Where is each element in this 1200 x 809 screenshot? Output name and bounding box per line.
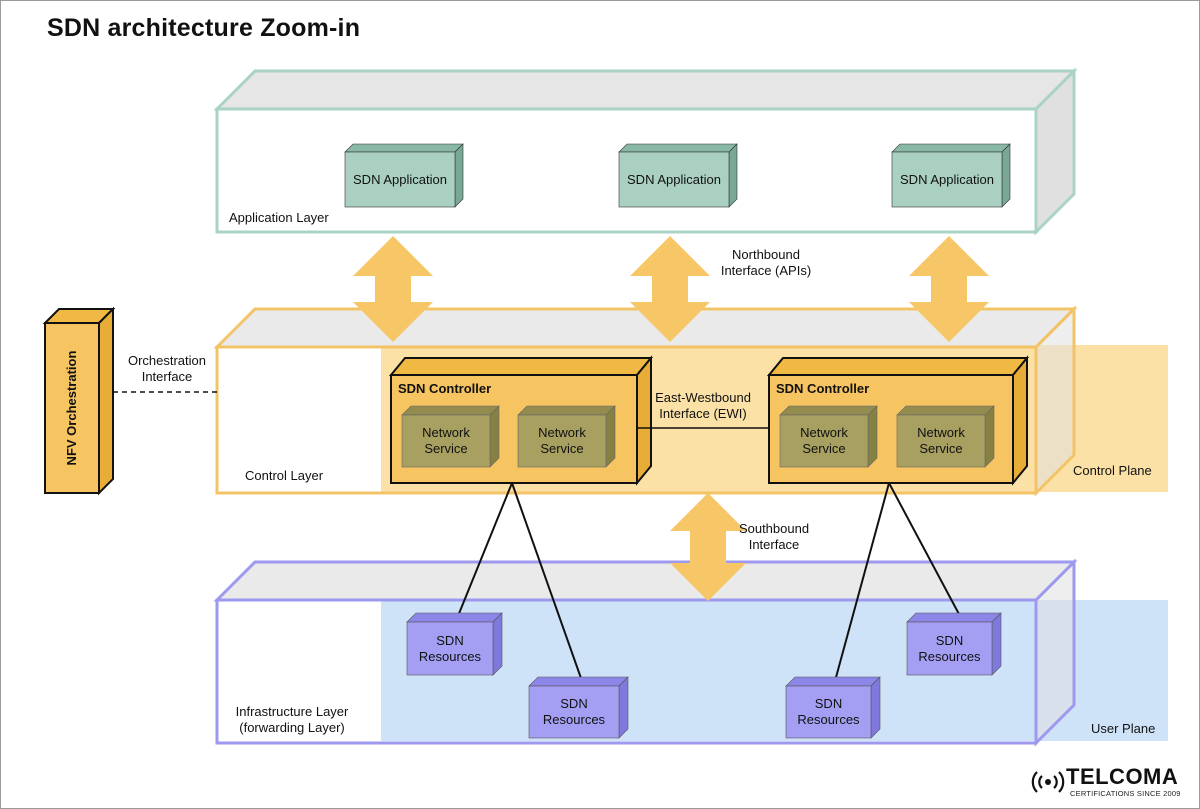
southbound-label: Southbound Interface [722, 521, 826, 553]
user-plane-label: User Plane [1091, 721, 1156, 736]
sdn-resources-line2: Resources [542, 712, 606, 727]
sdn-controller-title: SDN Controller [776, 381, 870, 396]
sdn-resources-box [528, 676, 629, 739]
northbound-arrow [630, 236, 710, 342]
sdn-resources-line2: Resources [918, 649, 981, 664]
control-layer-box [213, 305, 1078, 497]
northbound-label-line2: Interface (APIs) [720, 263, 812, 278]
sdn-resources-label: SDN Resources [407, 633, 493, 665]
application-layer-label: Application Layer [229, 210, 329, 225]
northbound-label-line1: Northbound [732, 247, 800, 262]
network-service-line2: Service [540, 441, 584, 456]
orchestration-interface-label: Orchestration Interface [112, 353, 222, 385]
network-service-line1: Network [538, 425, 586, 440]
east-west-label-line2: Interface (EWI) [659, 406, 747, 421]
network-service-line2: Service [424, 441, 468, 456]
sdn-resources-line1: SDN [814, 696, 843, 711]
infrastructure-layer-line2: (forwarding Layer) [239, 720, 345, 735]
nfv-orchestration-box [42, 306, 116, 496]
sdn-resources-line1: SDN [436, 633, 464, 648]
network-service-line1: Network [800, 425, 848, 440]
infrastructure-layer-label: Infrastructure Layer (forwarding Layer) [222, 704, 362, 736]
sdn-application-label: SDN Application [900, 172, 994, 187]
logo-name: TELCOMA [1066, 764, 1179, 789]
telcoma-logo: TELCOMA CERTIFICATIONS SINCE 2009 [1030, 764, 1180, 802]
network-service-label: Network Service [518, 425, 606, 457]
controller-resource-links [457, 482, 961, 682]
sdn-resources-box [906, 612, 1002, 676]
orchestration-label-line2: Interface [141, 369, 193, 384]
sdn-application-label: SDN Application [627, 172, 721, 187]
sdn-resources-label: SDN Resources [529, 696, 619, 728]
sdn-application-box [618, 143, 738, 208]
sdn-resources-line2: Resources [418, 649, 482, 664]
network-service-label: Network Service [780, 425, 868, 457]
control-plane-label: Control Plane [1073, 463, 1152, 478]
orchestration-label-line1: Orchestration [127, 353, 207, 368]
network-service-line1: Network [422, 425, 470, 440]
sdn-resources-box [406, 612, 503, 676]
network-service-label: Network Service [897, 425, 985, 457]
sdn-application-box [344, 143, 464, 208]
network-service-line1: Network [917, 425, 965, 440]
network-service-box [517, 405, 616, 468]
east-west-label-line1: East-Westbound [655, 390, 751, 405]
sdn-application-label: SDN Application [353, 172, 447, 187]
network-service-line2: Service [802, 441, 846, 456]
network-service-line2: Service [919, 441, 963, 456]
east-west-label: East-Westbound Interface (EWI) [640, 390, 766, 422]
sdn-controller-title: SDN Controller [398, 381, 492, 396]
southbound-label-line1: Southbound [738, 521, 810, 536]
page-title: SDN architecture Zoom-in [47, 14, 361, 42]
northbound-arrow [353, 236, 433, 342]
network-service-box [401, 405, 500, 468]
network-service-label: Network Service [402, 425, 490, 457]
network-service-box [779, 405, 878, 468]
sdn-application-box [891, 143, 1011, 208]
infrastructure-layer-line1: Infrastructure Layer [235, 704, 349, 719]
sdn-resources-label: SDN Resources [907, 633, 992, 665]
broadcast-icon [1031, 771, 1065, 793]
southbound-label-line2: Interface [748, 537, 800, 552]
logo-tagline: CERTIFICATIONS SINCE 2009 [1070, 789, 1181, 798]
sdn-resources-line1: SDN [560, 696, 588, 711]
northbound-arrow [909, 236, 989, 342]
sdn-resources-box [785, 676, 881, 739]
sdn-resources-label: SDN Resources [786, 696, 871, 728]
sdn-resources-line2: Resources [797, 712, 860, 727]
sdn-resources-line1: SDN [935, 633, 964, 648]
northbound-label: Northbound Interface (APIs) [700, 247, 832, 279]
control-layer-label: Control Layer [245, 468, 324, 483]
southbound-arrow [670, 493, 746, 601]
nfv-orchestration-label: NFV Orchestration [64, 350, 79, 466]
network-service-box [896, 405, 995, 468]
